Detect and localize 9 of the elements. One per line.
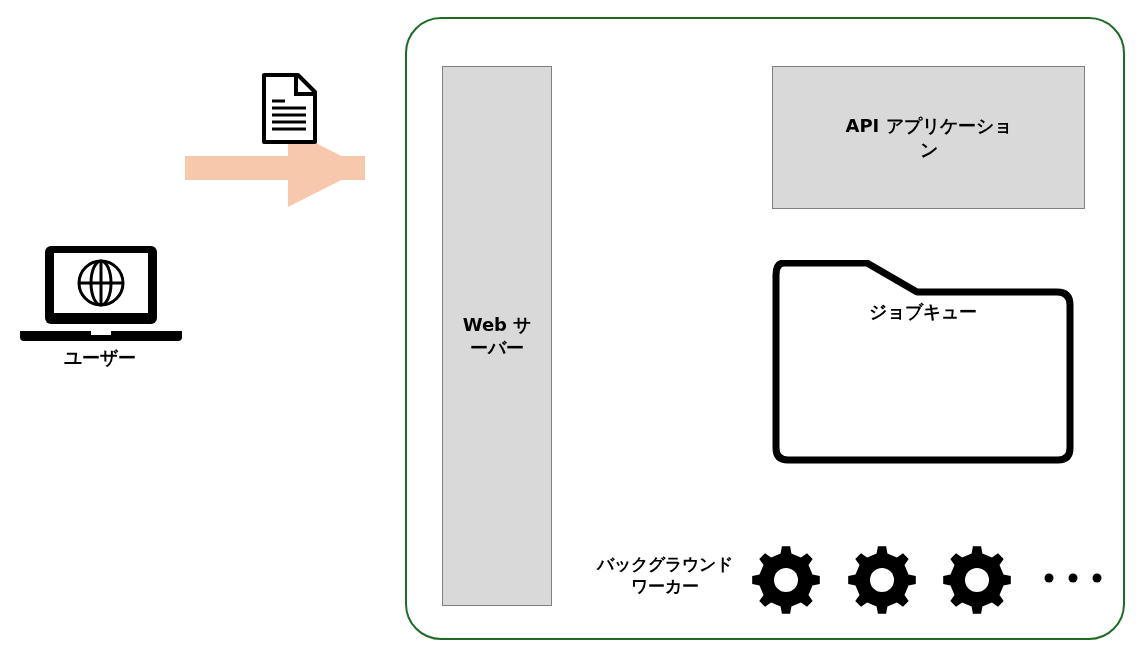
- box-label: Web サーバー: [461, 312, 533, 360]
- application-box: [772, 66, 1085, 209]
- system-boundary: [405, 17, 1125, 640]
- box-label: API アプリケーション: [844, 114, 1013, 161]
- server-box: [442, 66, 552, 606]
- worker-label: バックグラウンドワーカー: [595, 553, 734, 598]
- queue-label: ジョブキュー: [868, 300, 978, 324]
- user-label: ユーザー: [63, 346, 137, 370]
- queue-folder: [772, 260, 1074, 465]
